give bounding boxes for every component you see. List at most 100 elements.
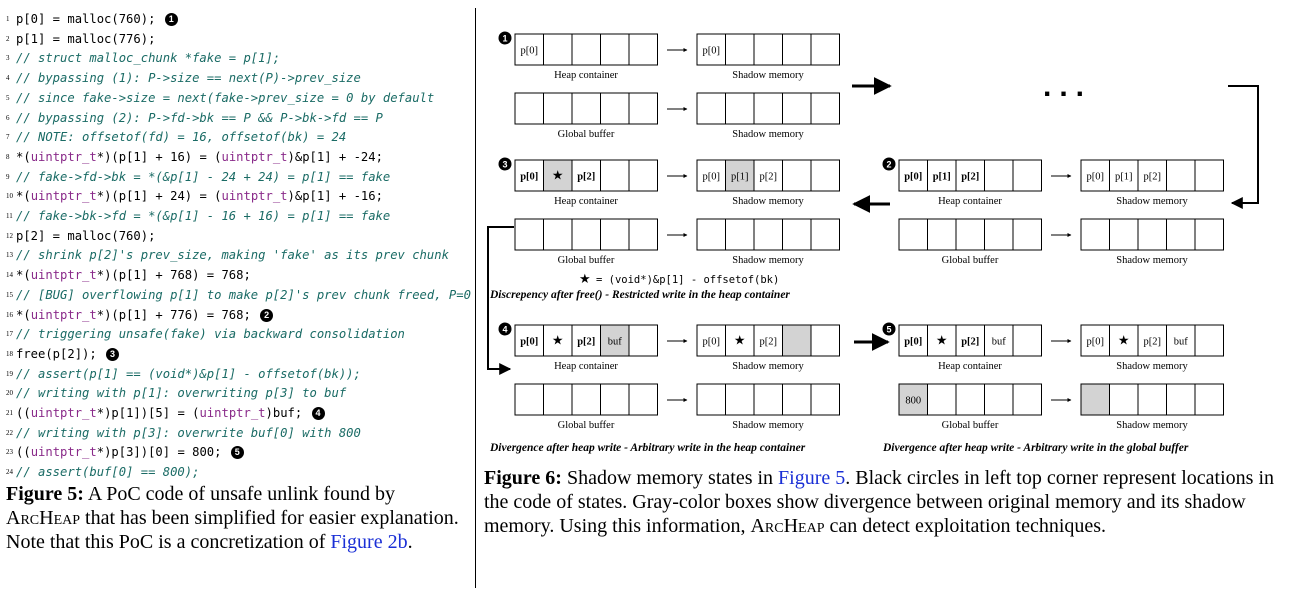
- line-number: 18: [6, 349, 13, 358]
- shadow-memory-label: Shadow memory: [1116, 361, 1188, 372]
- memory-cell: [782, 383, 812, 416]
- heap-container: p[0]★p[2]buf: [898, 324, 1042, 357]
- memory-cell: [1194, 159, 1224, 192]
- shadow-memory-label: Shadow memory: [732, 361, 804, 372]
- code-type: uintptr_t: [30, 268, 97, 283]
- heap-shadow-memory: p[0]p[1]p[2]: [1080, 159, 1224, 192]
- cell-label: buf: [1174, 337, 1189, 348]
- global-shadow-memory: [1080, 383, 1224, 416]
- line-number: 1: [6, 15, 10, 23]
- memory-cell: [543, 33, 573, 66]
- memory-cell: [1166, 218, 1196, 251]
- cell-label: buf: [608, 337, 623, 348]
- code-comment: // since fake->size = next(fake->prev_si…: [16, 90, 435, 105]
- memory-cell: [696, 33, 726, 66]
- memory-cell: [782, 159, 812, 192]
- line-number: 22: [6, 428, 13, 437]
- line-number: 17: [6, 330, 13, 339]
- code-comment: // triggering unsafe(fake) via backward …: [16, 327, 405, 342]
- shadow-memory-label: Shadow memory: [1116, 420, 1188, 431]
- line-number: 10: [6, 192, 13, 201]
- memory-cell: [753, 383, 783, 416]
- memory-cell: [600, 383, 630, 416]
- memory-cell: [984, 383, 1014, 416]
- memory-cell: [810, 92, 840, 125]
- memory-cell: [725, 324, 755, 357]
- memory-cell: [1109, 159, 1139, 192]
- line-number: 21: [6, 409, 13, 417]
- memory-cell: [753, 218, 783, 251]
- heap-container-label: Heap container: [554, 196, 618, 207]
- cell-label: p[0]: [703, 337, 721, 348]
- state-marker-number: 1: [502, 34, 507, 44]
- figure5-label: Figure 5:: [6, 483, 84, 505]
- global-buffer-label: Global buffer: [942, 255, 999, 266]
- heap-shadow-memory: p[0]: [696, 33, 840, 66]
- cell-label: p[0]: [1087, 337, 1105, 348]
- memory-cell: [571, 218, 601, 251]
- cell-label: p[0]: [904, 172, 922, 183]
- cell-label: p[1]: [1115, 172, 1133, 183]
- memory-cell: [725, 33, 755, 66]
- memory-cell: [1166, 324, 1196, 357]
- code-type: uintptr_t: [30, 307, 97, 322]
- state5-note: Divergence after heap write - Arbitrary …: [882, 442, 1189, 454]
- cell-label: p[2]: [760, 337, 778, 348]
- cell-label: p[0]: [521, 46, 539, 57]
- code-text: )buf;: [265, 406, 310, 420]
- memory-cell: [810, 159, 840, 192]
- code-text: *)p[3])[0] = 800;: [96, 445, 229, 460]
- memory-cell: [1012, 159, 1042, 192]
- memory-cell: [1109, 218, 1139, 251]
- memory-cell: [927, 383, 957, 416]
- code-type: uintptr_t: [221, 189, 288, 204]
- memory-cell: [810, 33, 840, 66]
- global-buffer-label: Global buffer: [558, 255, 615, 266]
- memory-cell: [984, 159, 1014, 192]
- memory-cell: [927, 324, 957, 357]
- heap-shadow-memory: p[0]p[1]p[2]: [696, 159, 840, 192]
- code-comment: // NOTE: offsetof(fd) = 16, offsetof(bk)…: [16, 130, 347, 145]
- line-number: 19: [6, 369, 13, 378]
- memory-cell: [600, 33, 630, 66]
- star-symbol: ★: [552, 334, 564, 349]
- star-symbol: ★: [552, 169, 564, 184]
- state-marker-circle: [498, 322, 512, 336]
- code-text: *)(p[1] + 16) = (: [96, 149, 222, 164]
- code-text: ((: [16, 445, 31, 460]
- cell-label: p[0]: [904, 337, 922, 348]
- cell-label: p[2]: [760, 172, 778, 183]
- memory-cell: [628, 92, 658, 125]
- figure-5-link[interactable]: Figure 5: [778, 467, 846, 489]
- cell-label: p[0]: [520, 337, 538, 348]
- shadow-memory-label: Shadow memory: [1116, 196, 1188, 207]
- code-comment: // fake->bk->fd = *(&p[1] - 16 + 16) = p…: [16, 209, 391, 223]
- state4-note: Divergence after heap write - Arbitrary …: [489, 442, 806, 454]
- cell-label: p[1]: [933, 172, 951, 183]
- memory-cell: [782, 92, 812, 125]
- memory-cell: [782, 324, 812, 357]
- memory-cell: [696, 92, 726, 125]
- memory-cell: [514, 92, 544, 125]
- code-type: uintptr_t: [30, 189, 97, 204]
- star-symbol: ★: [1118, 334, 1130, 349]
- state-marker: 4: [311, 407, 325, 420]
- memory-cell: [782, 33, 812, 66]
- heap-container-label: Heap container: [554, 361, 618, 372]
- memory-cell: [571, 33, 601, 66]
- figure-2b-link[interactable]: Figure 2b: [330, 531, 408, 553]
- cell-label: p[2]: [1144, 337, 1162, 348]
- tool-name: ArcHeap: [750, 515, 825, 537]
- memory-cell: [725, 92, 755, 125]
- memory-cell: [571, 324, 601, 357]
- memory-cell: [1194, 383, 1224, 416]
- code-type: uintptr_t: [30, 149, 97, 164]
- code-comment: // [BUG] overflowing p[1] to make p[2]'s…: [16, 287, 471, 302]
- memory-cell: [927, 218, 957, 251]
- memory-cell: [984, 324, 1014, 357]
- code-text: )&p[1] + -16;: [287, 189, 383, 204]
- cell-label: p[2]: [577, 337, 595, 348]
- global-shadow-memory: [1080, 218, 1224, 251]
